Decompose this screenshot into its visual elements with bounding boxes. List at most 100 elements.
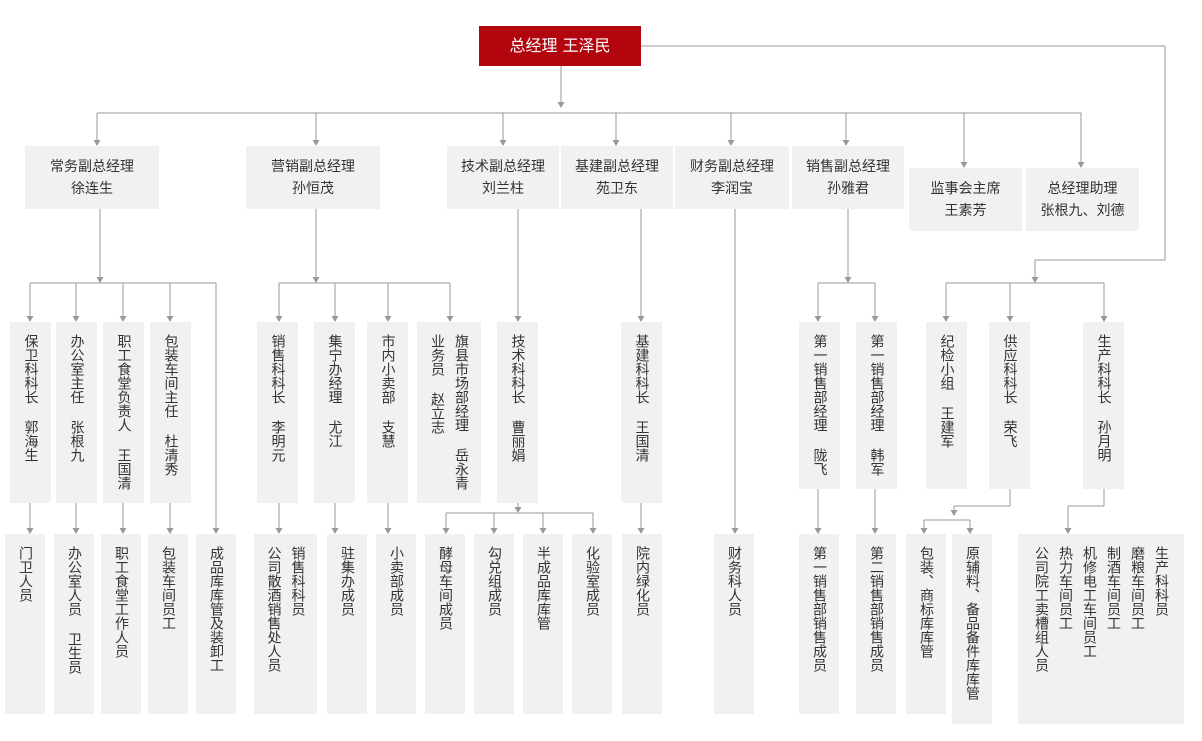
supervisory-chair-node: 监事会主席 王素芳 bbox=[909, 168, 1022, 231]
node-text: 销售科科长 李明元 bbox=[269, 334, 286, 462]
connector-arrow-38 bbox=[312, 277, 320, 283]
connector-arrow-73 bbox=[119, 528, 127, 534]
node-text: 市内小卖部 支慧 bbox=[379, 334, 396, 448]
connector-arrow-18 bbox=[1077, 162, 1085, 168]
node-title: 总经理助理 bbox=[1047, 180, 1118, 197]
connector-arrow-94 bbox=[637, 528, 645, 534]
packaging-director-node: 包装车间主任 杜清秀 bbox=[150, 322, 191, 503]
node-person: 孙雅君 bbox=[827, 180, 869, 197]
packaging-staff-node: 包装车间员工 bbox=[148, 534, 188, 714]
connector-arrow-98 bbox=[871, 528, 879, 534]
connector-arrow-58 bbox=[814, 316, 822, 322]
office-staff-node: 办公室人员 卫生员 bbox=[54, 534, 94, 714]
sales-dept2-staff-node: 第二销售部销售成员 bbox=[856, 534, 896, 714]
node-text-left: 旗县市场部经理 岳永青 bbox=[453, 334, 469, 490]
connector-arrow-36 bbox=[212, 528, 220, 534]
node-text: 基建科科长 王国清 bbox=[633, 334, 650, 462]
gm-assistant-node: 总经理助理 张根九、刘德 bbox=[1026, 168, 1139, 231]
semi-finished-warehouse-node: 半成品库库管 bbox=[523, 534, 563, 714]
connector-arrow-25 bbox=[96, 277, 104, 283]
connector-arrow-75 bbox=[166, 528, 174, 534]
connector-arrow-14 bbox=[842, 140, 850, 146]
deputy-marketing-node: 营销副总经理 孙恒茂 bbox=[246, 146, 380, 209]
node-text: 保卫科科长 郭海生 bbox=[22, 334, 39, 462]
connector-arrow-45 bbox=[384, 316, 392, 322]
general-manager-label: 总经理 王泽民 bbox=[509, 36, 611, 55]
connector-arrow-105 bbox=[920, 528, 928, 534]
node-text: 技术科科长 曹丽娟 bbox=[509, 334, 526, 462]
tech-section-chief-node: 技术科科长 曹丽娟 bbox=[497, 322, 538, 503]
sales-section-chief-node: 销售科科长 李明元 bbox=[257, 322, 298, 503]
node-text: 原辅料、备品备件库库管 bbox=[964, 546, 980, 700]
connector-arrow-4 bbox=[93, 140, 101, 146]
connector-arrow-69 bbox=[26, 528, 34, 534]
connector-arrow-83 bbox=[514, 507, 522, 513]
node-title: 常务副总经理 bbox=[50, 158, 134, 175]
connector-arrow-23 bbox=[1031, 277, 1039, 283]
node-text-right: 业务员 赵立志 bbox=[429, 334, 445, 434]
connector-arrow-107 bbox=[966, 528, 974, 534]
node-text: 办公室人员 卫生员 bbox=[66, 546, 82, 674]
connector-arrow-79 bbox=[331, 528, 339, 534]
node-text: 纪检小组 王建军 bbox=[938, 334, 955, 448]
connector-arrow-34 bbox=[166, 316, 174, 322]
node-text: 包装车间员工 bbox=[160, 546, 176, 630]
node-text: 财务科人员 bbox=[726, 546, 742, 616]
connector-arrow-111 bbox=[1064, 528, 1072, 534]
deputy-construction-node: 基建副总经理 苑卫东 bbox=[561, 146, 673, 209]
office-director-node: 办公室主任 张根九 bbox=[56, 322, 97, 503]
connector-arrow-10 bbox=[612, 140, 620, 146]
connector-arrow-55 bbox=[844, 277, 852, 283]
connector-arrow-12 bbox=[727, 140, 735, 146]
node-title: 财务副总经理 bbox=[690, 158, 774, 175]
node-text: 驻集办成员 bbox=[339, 546, 355, 616]
node-text: 勾兑组成员 bbox=[486, 546, 502, 616]
deputy-technical-node: 技术副总经理 刘兰柱 bbox=[447, 146, 559, 209]
county-market-node: 业务员 赵立志 旗县市场部经理 岳永青 bbox=[417, 322, 481, 503]
production-chief-node: 生产科科长 孙月明 bbox=[1083, 322, 1124, 489]
connector-arrow-32 bbox=[119, 316, 127, 322]
node-text: 化验室成员 bbox=[584, 546, 600, 616]
discipline-group-node: 纪检小组 王建军 bbox=[926, 322, 967, 489]
landscaping-node: 院内绿化员 bbox=[622, 534, 662, 714]
connector-arrow-60 bbox=[871, 316, 879, 322]
construction-chief-node: 基建科科长 王国清 bbox=[621, 322, 662, 503]
supply-chief-node: 供应科科长 荣飞 bbox=[989, 322, 1030, 489]
node-person: 王素芳 bbox=[944, 202, 987, 219]
node-text-col5: 磨粮车间员工 bbox=[1129, 546, 1145, 630]
connector-arrow-16 bbox=[960, 162, 968, 168]
node-text: 办公室主任 张根九 bbox=[68, 334, 85, 462]
security-chief-node: 保卫科科长 郭海生 bbox=[10, 322, 51, 503]
node-text: 供应科科长 荣飞 bbox=[1001, 334, 1018, 448]
production-workshops-node: 公司院工卖槽组人员 热力车间员工 机修电工车间员工 制酒车间员工 磨粮车间员工 … bbox=[1018, 534, 1184, 724]
lab-staff-node: 化验室成员 bbox=[572, 534, 612, 714]
finance-staff-node: 财务科人员 bbox=[714, 534, 754, 714]
store-staff-node: 小卖部成员 bbox=[376, 534, 416, 714]
city-store-node: 市内小卖部 支慧 bbox=[367, 322, 408, 503]
connector-arrow-88 bbox=[490, 528, 498, 534]
connector-arrow-63 bbox=[942, 316, 950, 322]
packaging-label-warehouse-node: 包装、商标库库管 bbox=[906, 534, 946, 714]
node-text: 包装车间主任 杜清秀 bbox=[162, 334, 179, 476]
connector-arrow-47 bbox=[446, 316, 454, 322]
general-manager-node: 总经理 王泽民 bbox=[479, 26, 641, 66]
node-text-col4: 制酒车间员工 bbox=[1105, 546, 1121, 630]
node-person: 刘兰柱 bbox=[482, 180, 524, 197]
node-text: 集宁办经理 尤江 bbox=[326, 334, 343, 448]
connector-arrow-81 bbox=[384, 528, 392, 534]
node-person: 李润宝 bbox=[711, 180, 753, 197]
warehouse-loaders-node: 成品库库管及装卸工 bbox=[196, 534, 236, 714]
connector-arrow-77 bbox=[275, 528, 283, 534]
node-title: 营销副总经理 bbox=[271, 158, 355, 175]
node-title: 监事会主席 bbox=[930, 180, 1001, 197]
connector-arrow-30 bbox=[72, 316, 80, 322]
node-text: 第一销售部销售成员 bbox=[811, 546, 827, 672]
connector-arrow-43 bbox=[331, 316, 339, 322]
connector-arrow-67 bbox=[1100, 316, 1108, 322]
node-text-left: 销售科科员 bbox=[289, 546, 306, 616]
connector-arrow-53 bbox=[731, 528, 739, 534]
node-text: 门卫人员 bbox=[17, 546, 33, 602]
connector-arrow-1 bbox=[557, 102, 565, 108]
jining-office-staff-node: 驻集办成员 bbox=[327, 534, 367, 714]
